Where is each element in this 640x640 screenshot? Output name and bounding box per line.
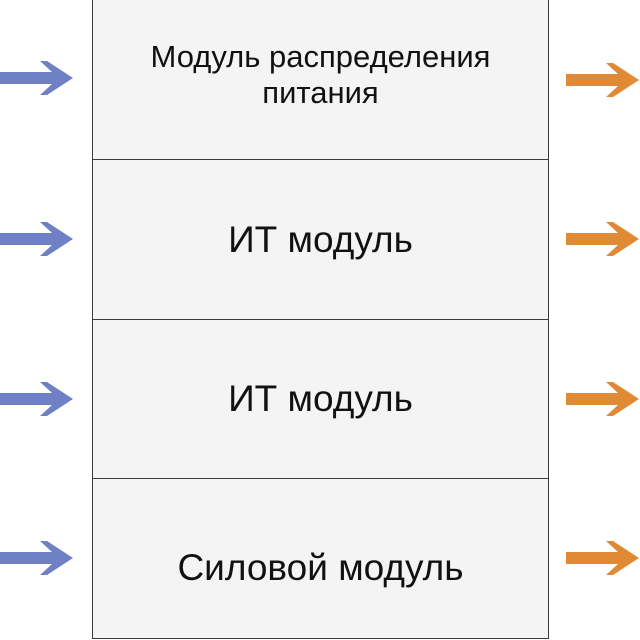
- arrow-shape: [0, 382, 73, 416]
- input-arrow-icon: [0, 540, 74, 576]
- arrow-shape: [566, 222, 639, 256]
- input-arrow-icon: [0, 381, 74, 417]
- power-distribution-module-label-line1: Модуль распределения: [150, 39, 491, 75]
- output-arrow-icon: [566, 381, 640, 417]
- output-arrow-icon: [566, 540, 640, 576]
- power-module: Силовой модуль: [93, 478, 548, 638]
- arrow-shape: [0, 541, 73, 575]
- it-module-1: ИТ модуль: [93, 159, 548, 319]
- it-module-1-label: ИТ модуль: [228, 218, 413, 260]
- arrow-shape: [566, 63, 639, 97]
- power-distribution-module-label-line2: питания: [262, 74, 379, 110]
- arrow-shape: [0, 61, 73, 95]
- module-rack: Модуль распределения питания ИТ модуль И…: [92, 0, 549, 639]
- input-arrow-icon: [0, 221, 74, 257]
- power-module-label: Силовой модуль: [177, 546, 464, 588]
- power-distribution-module: Модуль распределения питания: [93, 0, 548, 159]
- it-module-2-label: ИТ модуль: [228, 378, 413, 420]
- input-arrow-icon: [0, 60, 74, 96]
- it-module-2: ИТ модуль: [93, 319, 548, 478]
- arrow-shape: [566, 541, 639, 575]
- output-arrow-icon: [566, 221, 640, 257]
- output-arrow-icon: [566, 62, 640, 98]
- arrow-shape: [0, 222, 73, 256]
- arrow-shape: [566, 382, 639, 416]
- power-distribution-module-label: Модуль распределения питания: [151, 39, 491, 119]
